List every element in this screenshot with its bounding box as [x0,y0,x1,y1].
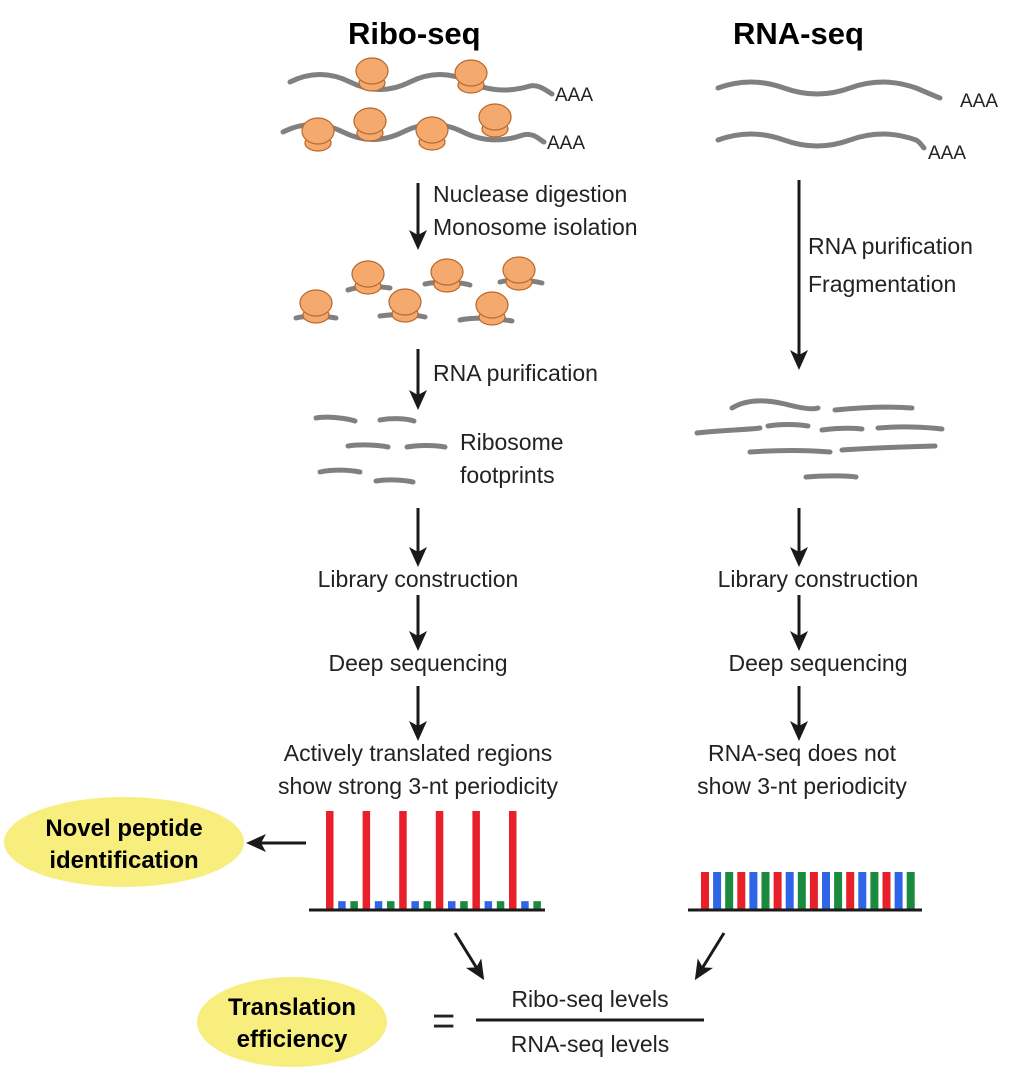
polya-ribo-2: AAA [547,133,586,154]
ribo-bar-9 [435,811,444,909]
te-line1: Translation [227,994,357,1021]
ribo-result-line1: Actively translated regions [283,740,553,766]
rna-bar-3 [737,872,746,909]
rna-step-purification: RNA purification [808,233,973,259]
ribo-bar-3 [362,811,371,909]
ribosome-mono-6 [475,291,509,326]
ribo-bar-7 [411,901,419,909]
polya-rna-2: AAA [928,143,967,164]
oval-translation-efficiency [197,977,387,1067]
rna-result-line1: RNA-seq does not [708,740,896,766]
arrow-rna-to-te [694,932,726,981]
rna-fragments [694,398,945,480]
rna-bar-4 [749,872,758,909]
ribo-bar-5 [387,901,395,909]
header-rna-seq: RNA-seq [733,16,864,51]
ribo-bar-0 [326,811,334,909]
fraction-denominator: RNA-seq levels [510,1031,670,1057]
novel-peptide-line1: Novel peptide [45,815,203,842]
rna-step-library: Library construction [717,566,919,592]
te-line2: efficiency [236,1026,348,1053]
polya-rna-1: AAA [960,91,999,112]
rna-bar-2 [725,872,734,909]
ribosome-top-6 [478,103,512,138]
ribo-bar-14 [496,901,505,909]
ribo-bar-4 [374,901,383,909]
ribo-step-sequencing: Deep sequencing [328,650,508,676]
rna-bar-17 [906,872,915,909]
rna-bar-10 [822,872,830,909]
rna-bar-13 [858,872,867,909]
ribo-bar-6 [399,811,407,909]
ribosome-top-2 [454,59,488,94]
ribosome-mono-3 [502,256,536,291]
rna-result-line2: show 3-nt periodicity [697,773,907,799]
ribo-bar-17 [533,901,541,909]
rna-bar-7 [785,872,794,909]
ribosome-mono-1 [351,260,385,295]
ribo-bar-1 [338,901,346,909]
ribosome-top-4 [353,107,387,142]
rna-bar-9 [809,872,818,909]
ribo-bar-2 [350,901,358,909]
ribosome-top-1 [355,57,389,92]
rna-bar-6 [773,872,782,909]
ribosome-top-5 [415,116,449,151]
ribo-bar-12 [472,811,480,909]
ribo-step-library: Library construction [317,566,519,592]
ribosome-top-3 [301,117,335,152]
ribo-periodicity-bars [326,811,541,909]
ribo-mrna-1 [287,72,555,97]
rna-periodicity-bars [701,872,915,909]
rna-bar-8 [797,872,806,909]
ribo-bar-16 [521,901,529,909]
fraction-numerator: Ribo-seq levels [511,986,669,1012]
ribo-bar-15 [509,811,517,909]
ribosome-mono-5 [388,288,422,323]
ribo-bar-8 [423,901,432,909]
ribosome-group-monosomes [299,256,536,326]
ribosome-group-top [301,57,512,152]
ribo-bar-11 [460,901,468,909]
ribo-footprints-label-2: footprints [460,462,555,488]
rna-bar-16 [894,872,903,909]
footprint-fragments [313,414,448,485]
ribosome-mono-2 [430,258,464,293]
oval-novel-peptide [4,797,244,887]
rna-mrna-group [715,79,943,151]
rna-bar-12 [846,872,855,909]
rna-bar-11 [834,872,843,909]
ribo-step-monosome: Monosome isolation [433,214,638,240]
equals-sign: = [432,999,456,1043]
rna-step-fragmentation: Fragmentation [808,271,957,297]
rna-bar-5 [761,872,770,909]
ribo-step-purification: RNA purification [433,360,598,386]
rna-mrna-2 [715,131,927,151]
arrow-ribo-to-te [453,932,485,981]
ribosome-mono-4 [299,289,333,324]
polya-ribo-1: AAA [555,85,594,106]
ribo-result-line2: show strong 3-nt periodicity [278,773,558,799]
header-ribo-seq: Ribo-seq [348,16,481,51]
novel-peptide-line2: identification [49,847,199,874]
rna-bar-1 [713,872,722,909]
ribo-footprints-label-1: Ribosome [460,429,564,455]
rna-bar-14 [870,872,879,909]
rna-step-sequencing: Deep sequencing [728,650,908,676]
rna-mrna-1 [715,79,943,101]
rna-bar-0 [701,872,709,909]
ribo-bar-13 [484,901,493,909]
ribo-bar-10 [448,901,456,909]
rna-bar-15 [882,872,891,909]
ribo-step-digestion: Nuclease digestion [433,181,628,207]
